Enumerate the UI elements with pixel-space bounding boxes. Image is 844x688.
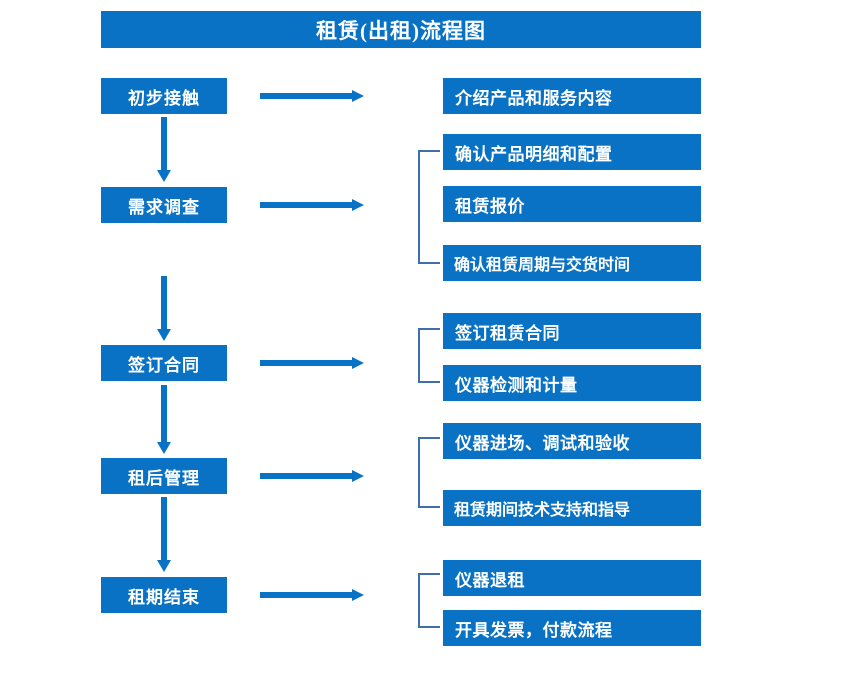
horizontal-arrow-2 xyxy=(260,196,365,214)
bracket-group-2 xyxy=(418,150,440,264)
bracket-group-5 xyxy=(418,573,440,628)
page-title: 租赁(出租)流程图 xyxy=(101,11,701,48)
vertical-arrow-1 xyxy=(155,117,173,183)
vertical-arrow-3 xyxy=(155,385,173,455)
detail-box-yiqi-jiance-jiliang[interactable]: 仪器检测和计量 xyxy=(443,365,701,401)
detail-box-yiqi-jinchang-tiaoshi[interactable]: 仪器进场、调试和验收 xyxy=(443,423,701,459)
detail-box-queren-chanpin-mingxi[interactable]: 确认产品明细和配置 xyxy=(443,134,701,170)
stage-box-zuqi-jieshu[interactable]: 租期结束 xyxy=(101,577,227,613)
bracket-group-4 xyxy=(418,437,440,508)
horizontal-arrow-4 xyxy=(260,467,365,485)
stage-box-qianding-hetong[interactable]: 签订合同 xyxy=(101,345,227,381)
bracket-group-3 xyxy=(418,328,440,383)
horizontal-arrow-5 xyxy=(260,586,365,604)
detail-box-kaiju-fapiao-fukuan[interactable]: 开具发票，付款流程 xyxy=(443,610,701,646)
detail-box-qianding-zulin-hetong[interactable]: 签订租赁合同 xyxy=(443,313,701,349)
detail-box-zulin-qijian-jishu-zhichi[interactable]: 租赁期间技术支持和指导 xyxy=(443,490,701,526)
vertical-arrow-4 xyxy=(155,497,173,573)
detail-box-zulin-baojia[interactable]: 租赁报价 xyxy=(443,186,701,222)
horizontal-arrow-1 xyxy=(260,87,365,105)
detail-box-queren-zulin-zhouqi[interactable]: 确认租赁周期与交货时间 xyxy=(443,245,701,281)
horizontal-arrow-3 xyxy=(260,354,365,372)
stage-box-chubu-jiechu[interactable]: 初步接触 xyxy=(101,78,227,114)
stage-box-xuqiu-diaocha[interactable]: 需求调查 xyxy=(101,187,227,223)
vertical-arrow-2 xyxy=(155,276,173,342)
detail-box-jieshao-chanpin-fuwu[interactable]: 介绍产品和服务内容 xyxy=(443,78,701,114)
stage-box-zuhou-guanli[interactable]: 租后管理 xyxy=(101,458,227,494)
detail-box-yiqi-tuizu[interactable]: 仪器退租 xyxy=(443,560,701,596)
